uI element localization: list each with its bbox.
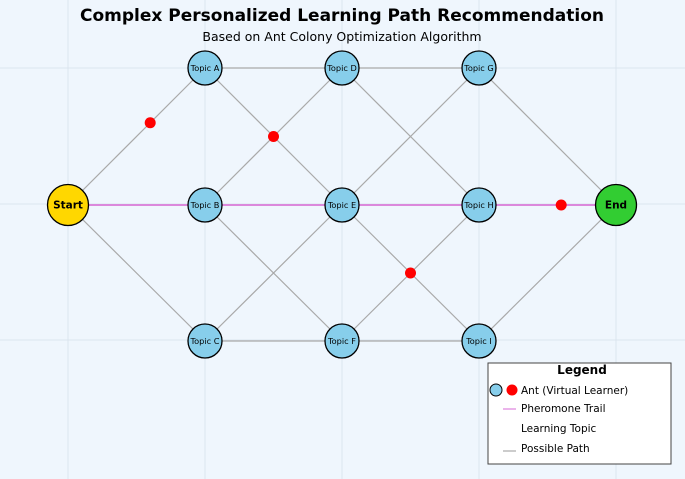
learning-topics: Start Topic A Topic B Topic C Topic D Topic E…: [46, 50, 638, 359]
node-label-start: Start: [53, 200, 83, 212]
diagram-subtitle: Based on Ant Colony Optimization Algorit…: [202, 29, 481, 44]
node-label-H: Topic H: [463, 200, 493, 210]
path-edge-I-end: [478, 204, 617, 342]
node-label-D: Topic D: [326, 63, 357, 73]
legend-label-topic: Learning Topic: [521, 423, 597, 435]
node-label-C: Topic C: [190, 336, 220, 346]
node-circle-start: [46, 183, 90, 227]
node-H: Topic H: [461, 187, 497, 223]
node-E: Topic E: [324, 187, 360, 223]
legend-label-ant: Ant (Virtual Learner): [521, 385, 628, 397]
legend-label-pheromone: Pheromone Trail: [521, 403, 606, 415]
node-circle-G: [461, 50, 497, 86]
node-label-G: Topic G: [463, 63, 494, 73]
node-label-end: End: [605, 200, 627, 212]
legend-ant-swatch: [506, 384, 518, 396]
path-edge-G-end: [478, 67, 617, 206]
ants: [144, 117, 567, 279]
node-circle-A: [187, 50, 223, 86]
node-D: Topic D: [324, 50, 360, 86]
node-circle-F: [324, 323, 360, 359]
node-label-E: Topic E: [327, 200, 356, 210]
node-circle-H: [461, 187, 497, 223]
node-I: Topic I: [461, 323, 497, 359]
path-edge-C-E: [204, 204, 343, 342]
node-label-I: Topic I: [465, 336, 492, 346]
legend: Legend Ant (Virtual Learner) Pheromone T…: [487, 362, 672, 465]
path-edge-start-A: [67, 67, 206, 206]
node-F: Topic F: [324, 323, 360, 359]
node-circle-E: [324, 187, 360, 223]
node-B: Topic B: [187, 187, 223, 223]
node-circle-D: [324, 50, 360, 86]
node-label-F: Topic F: [327, 336, 356, 346]
node-C: Topic C: [187, 323, 223, 359]
ant-marker-3: [405, 267, 416, 279]
node-label-A: Topic A: [190, 63, 220, 73]
ant-marker-1: [144, 117, 156, 129]
node-circle-B: [187, 187, 223, 223]
diagram-title: Complex Personalized Learning Path Recom…: [80, 6, 604, 26]
node-A: Topic A: [187, 50, 223, 86]
node-start: Start: [46, 183, 90, 227]
node-end: End: [594, 183, 638, 227]
node-circle-I: [461, 323, 497, 359]
node-circle-end: [594, 183, 638, 227]
node-G: Topic G: [461, 50, 497, 86]
ant-marker-2: [268, 131, 279, 142]
node-label-B: Topic B: [190, 200, 220, 210]
legend-box: [487, 362, 672, 465]
legend-topic-swatch: [489, 383, 503, 397]
path-edge-start-C: [67, 204, 206, 342]
node-circle-C: [187, 323, 223, 359]
path-edge-E-G: [341, 67, 480, 206]
legend-label-path: Possible Path: [521, 443, 590, 455]
ant-marker-4: [555, 199, 567, 211]
legend-title: Legend: [557, 363, 607, 377]
